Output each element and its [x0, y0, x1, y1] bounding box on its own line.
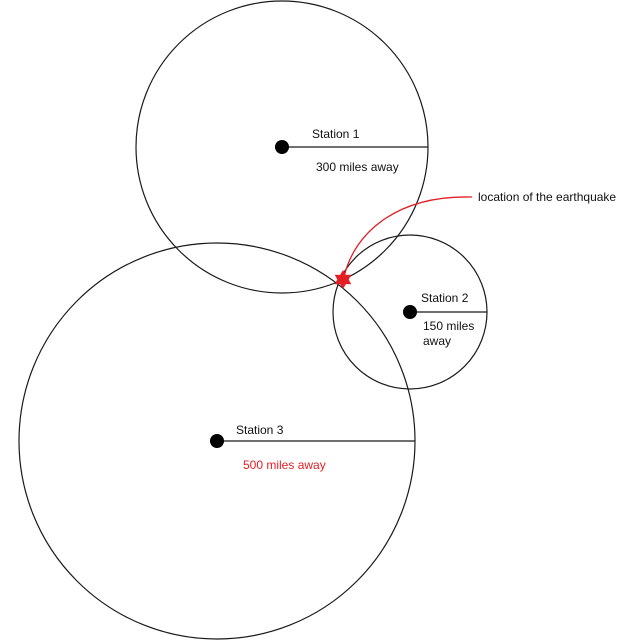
epicenter-group: location of the earthquake — [334, 190, 616, 289]
station-2-distance-label-line1: 150 miles — [423, 319, 474, 333]
station-1-group: Station 1 300 miles away — [135, 0, 429, 294]
epicenter-label: location of the earthquake — [478, 190, 616, 204]
epicenter-pointer-line — [343, 196, 473, 278]
station-1-distance-label: 300 miles away — [316, 160, 399, 174]
station-3-label: Station 3 — [236, 423, 284, 437]
station-3-marker — [210, 434, 224, 448]
station-2-label: Station 2 — [421, 291, 469, 305]
station-2-group: Station 2 150 miles away — [332, 234, 488, 390]
station-2-distance-label-line2: away — [423, 334, 451, 348]
epicenter-star-icon — [334, 270, 352, 289]
station-3-group: Station 3 500 miles away — [18, 242, 416, 640]
station-1-label: Station 1 — [312, 127, 360, 141]
station-1-marker — [275, 140, 289, 154]
station-3-distance-label: 500 miles away — [243, 458, 326, 472]
station-2-marker — [403, 305, 417, 319]
